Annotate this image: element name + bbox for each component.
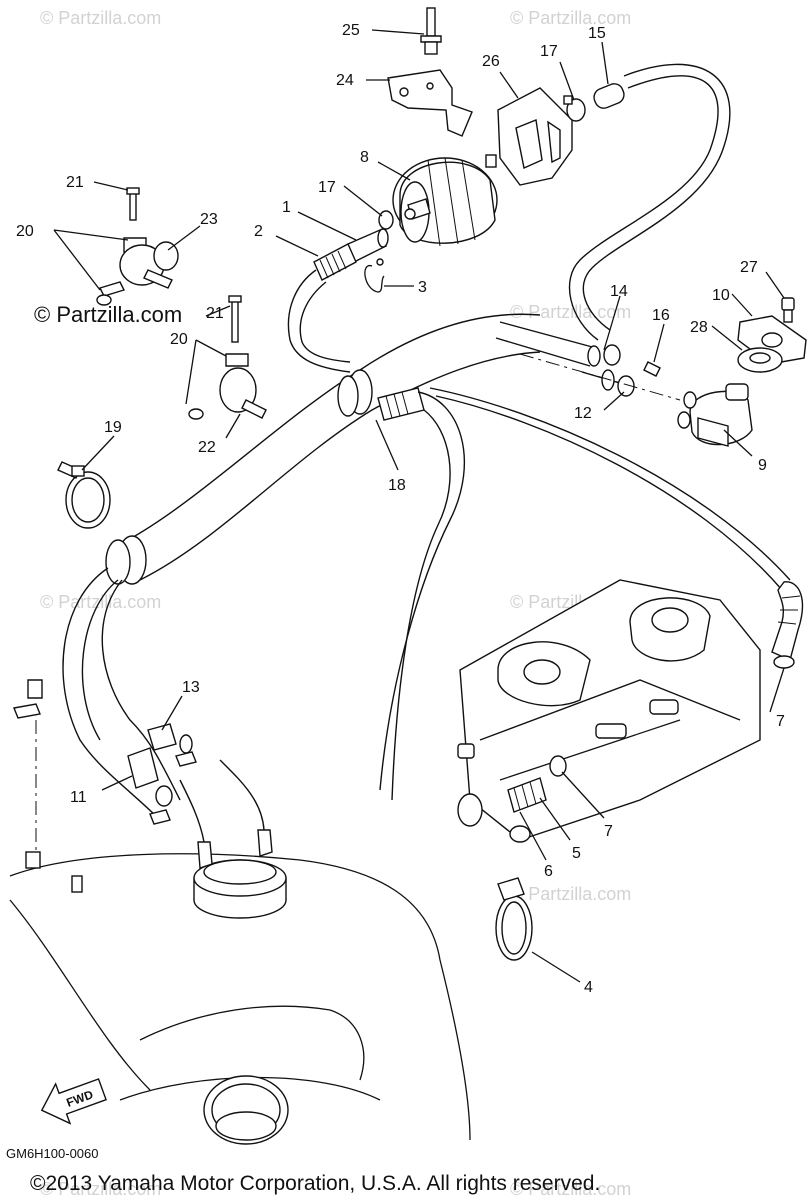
callout-4: 4 (584, 979, 593, 996)
callout-21: 21 (66, 174, 84, 191)
callout-23: 23 (200, 211, 218, 228)
callout-5: 5 (572, 845, 581, 862)
diagram-code: GM6H100-0060 (6, 1146, 99, 1161)
watermark-text: © Partzilla.com (510, 302, 631, 322)
watermark-text: © Partzilla.com (510, 884, 631, 904)
spring-2 (313, 243, 357, 281)
callout-20: 20 (170, 331, 188, 348)
hose-elbow-right (771, 581, 804, 669)
callout-22: 22 (198, 439, 216, 456)
bracket-24 (387, 69, 473, 137)
hose-18 (377, 387, 465, 801)
hose-long-right-b (435, 395, 783, 591)
callout-26: 26 (482, 53, 500, 70)
bolt-27 (781, 297, 795, 323)
center-line-right (519, 353, 681, 401)
callout-9: 9 (758, 457, 767, 474)
callout-28: 28 (690, 319, 708, 336)
callout-27: 27 (740, 259, 758, 276)
callout-7: 7 (776, 713, 785, 730)
spring-6 (507, 777, 547, 813)
strap-19 (57, 461, 111, 529)
hose-13 (147, 723, 197, 767)
copyright-notice: ©2013 Yamaha Motor Corporation, U.S.A. A… (30, 1172, 600, 1195)
watermark-main: © Partzilla.com (34, 302, 182, 327)
callout-10: 10 (712, 287, 730, 304)
clip-3 (364, 258, 385, 293)
callout-6: 6 (544, 863, 553, 880)
watermark-text: © Partzilla.com (510, 1179, 631, 1199)
clamp-17-mid (378, 210, 394, 230)
watermark-layer: © Partzilla.com © Partzilla.com © Partzi… (40, 8, 631, 1199)
callout-13: 13 (182, 679, 200, 696)
callout-25: 25 (342, 22, 360, 39)
callout-1: 1 (282, 199, 291, 216)
washer-28 (737, 347, 783, 373)
clamp-7-lower (549, 755, 567, 777)
callout-17: 17 (540, 43, 558, 60)
callout-15: 15 (588, 25, 606, 42)
hose-2-run-b (299, 281, 351, 363)
hose-lower-left (13, 567, 181, 821)
callout-17: 17 (318, 179, 336, 196)
hose-14 (495, 321, 621, 367)
callout-3: 3 (418, 279, 427, 296)
watermark-text: © Partzilla.com (510, 8, 631, 28)
callout-8: 8 (360, 149, 369, 166)
cock-9 (677, 383, 753, 447)
clamp-16 (643, 361, 661, 377)
hose-long-right (429, 387, 791, 581)
hose-main-large (105, 313, 541, 585)
bolt-25 (420, 7, 442, 55)
callout-14: 14 (610, 283, 628, 300)
clamp-assembly-20-top (96, 187, 179, 306)
hose-2-run (287, 269, 351, 373)
tie-4 (495, 877, 533, 961)
callout-labels: 25 24 26 17 15 8 21 17 1 2 23 20 3 27 10… (16, 22, 785, 996)
filler-neck (203, 1075, 289, 1145)
watermark-text: © Partzilla.com (40, 1179, 161, 1199)
carburetor-assembly (457, 579, 761, 843)
callout-19: 19 (104, 419, 122, 436)
callout-11: 11 (70, 789, 87, 806)
hose-15 (568, 63, 731, 341)
fuel-pump-assembly (25, 759, 287, 919)
watermark-text: © Partzilla.com (40, 8, 161, 28)
callout-2: 2 (254, 223, 263, 240)
fuel-filter-8 (392, 154, 498, 247)
fwd-arrow: FWD (40, 1078, 107, 1125)
hose-12 (581, 369, 635, 397)
clamp-assembly-20-bottom (188, 295, 267, 420)
hose-11 (127, 747, 173, 825)
callout-7: 7 (604, 823, 613, 840)
watermark-text: © Partzilla.com (40, 592, 161, 612)
leader-lines (53, 29, 785, 983)
callout-16: 16 (652, 307, 670, 324)
callout-21: 21 (206, 305, 224, 322)
callout-20: 20 (16, 223, 34, 240)
callout-24: 24 (336, 72, 354, 89)
callout-18: 18 (388, 477, 406, 494)
clamp-17-top (563, 95, 586, 122)
callout-12: 12 (574, 405, 592, 422)
holder-26 (497, 87, 573, 186)
